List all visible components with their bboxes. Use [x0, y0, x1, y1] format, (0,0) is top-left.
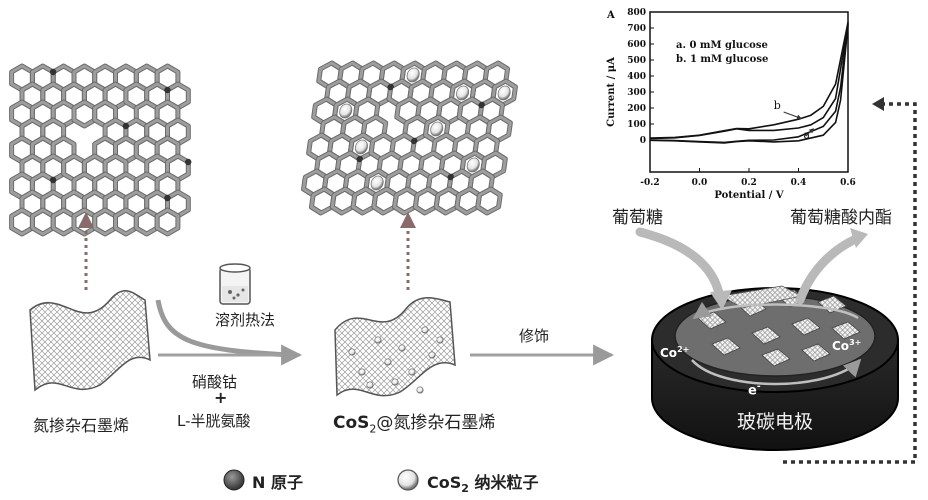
- sheet-nanoparticle: [398, 344, 406, 352]
- cos2-nanoparticle: [339, 103, 353, 119]
- sheet-nanoparticle: [408, 368, 416, 376]
- dotted-feedback-line: [783, 102, 917, 464]
- sheet-nanoparticles: [348, 326, 444, 394]
- label-co2: Co2+: [660, 345, 690, 360]
- label-modify: 修饰: [519, 327, 550, 345]
- legend-entry: b. 1 mM glucose: [676, 54, 768, 65]
- n-graphene-sheet: [29, 290, 151, 392]
- label-co3: Co3+: [832, 338, 862, 353]
- electrode-patch: [751, 326, 781, 345]
- n-atom: [447, 173, 454, 181]
- cos2-nanoparticle: [466, 157, 480, 173]
- y-tick-label: 700: [627, 24, 646, 34]
- x-axis-label: Potential / V: [714, 190, 783, 201]
- electrode-patch: [791, 317, 821, 336]
- n-graphene-lattice: [9, 63, 192, 237]
- y-tick-label: 800: [627, 8, 646, 18]
- cos2-nanoparticle: [430, 121, 444, 137]
- plot-frame: [649, 11, 849, 173]
- x-tick-label: 0.4: [791, 178, 807, 188]
- label-gluconolactone: 葡萄糖酸内酯: [790, 208, 892, 228]
- cos2-nanoparticle: [406, 67, 420, 83]
- n-atom: [164, 86, 171, 94]
- label-cos2-graphene: CoS2@氮掺杂石墨烯: [333, 413, 496, 436]
- x-tick-label: 0.0: [692, 178, 708, 188]
- label-plus: +: [214, 388, 228, 407]
- y-tick-label: 200: [627, 104, 646, 114]
- label-glucose: 葡萄糖: [612, 208, 663, 228]
- label-solvothermal: 溶剂热法: [215, 311, 276, 329]
- y-axis-label: Current / μA: [606, 57, 617, 127]
- electrode-patch: [711, 337, 741, 356]
- beaker-icon: [219, 263, 251, 305]
- y-tick-label: 300: [627, 88, 646, 98]
- cos2-nanoparticle: [354, 139, 368, 155]
- cv-curve-b: [649, 21, 849, 144]
- y-tick-label: 0: [640, 136, 646, 146]
- cos2-nanoparticle: [497, 85, 511, 101]
- sheet-nanoparticle: [436, 336, 444, 344]
- sheet-nanoparticle: [428, 351, 436, 359]
- n-atom: [410, 137, 418, 145]
- n-atom: [122, 122, 130, 130]
- n-atom: [164, 194, 171, 202]
- sheet-nanoparticle: [384, 358, 392, 366]
- gluconolactone-out-arrow: [795, 233, 863, 305]
- n-atom: [356, 155, 363, 163]
- cos2-nanoparticle: [456, 85, 470, 101]
- cv-chart: -0.2 0.0 0.2 0.4 0.6 0 100 200 300 400 500 600 700 80…: [606, 8, 856, 201]
- dotted-up-arrow-middle: [400, 212, 416, 290]
- dotted-up-arrow-left: [78, 212, 94, 290]
- cos2-graphene-lattice: [301, 60, 518, 216]
- cos2-nanoparticle-legend-icon: [397, 469, 419, 491]
- electrode-patch: [801, 343, 831, 362]
- n-atom: [49, 176, 57, 184]
- n-atom-legend-icon: [223, 469, 245, 491]
- curve-pointer-b: [783, 111, 802, 120]
- n-atom: [387, 83, 394, 91]
- sheet-nanoparticle: [366, 381, 374, 389]
- label-l-cysteine: L-半胱氨酸: [177, 412, 251, 430]
- curve-label-b: b: [774, 99, 781, 112]
- sheet-nanoparticle: [421, 326, 429, 334]
- glucose-in-arrow: [635, 227, 725, 303]
- legend-n-atom: N 原子: [252, 473, 303, 492]
- y-tick-label: 600: [627, 40, 646, 50]
- label-n-graphene: 氮掺杂石墨烯: [33, 416, 130, 435]
- electrode-patch: [761, 348, 791, 367]
- sheet-nanoparticle: [348, 348, 356, 356]
- solvothermal-curve-arrow: [155, 299, 291, 358]
- legend-entry: a. 0 mM glucose: [676, 40, 768, 51]
- n-atom: [478, 101, 485, 109]
- sheet-nanoparticle: [416, 386, 424, 394]
- y-tick-label: 100: [627, 120, 646, 130]
- panel-label: A: [606, 10, 615, 21]
- label-electrode: 玻碳电极: [737, 411, 814, 433]
- y-tick-label: 500: [627, 56, 646, 66]
- curve-pointer-a: [805, 128, 815, 137]
- sheet-nanoparticle: [391, 378, 399, 386]
- glassy-carbon-electrode: [651, 285, 899, 451]
- n-atom: [185, 158, 192, 166]
- label-cobalt-nitrate: 硝酸钴: [192, 373, 238, 391]
- sheet-nanoparticle: [374, 336, 382, 344]
- y-tick-label: 400: [627, 72, 646, 82]
- electrode-patch: [831, 321, 861, 340]
- label-electron: e-: [748, 382, 761, 399]
- x-tick-label: 0.6: [840, 178, 856, 188]
- cos2-nanoparticle: [370, 175, 384, 191]
- n-atom: [49, 68, 57, 76]
- legend-cos2-nanoparticle: CoS2 纳米粒子: [427, 473, 539, 496]
- x-tick-label: 0.2: [741, 178, 757, 188]
- x-tick-label: -0.2: [640, 178, 659, 188]
- sheet-nanoparticle: [358, 368, 366, 376]
